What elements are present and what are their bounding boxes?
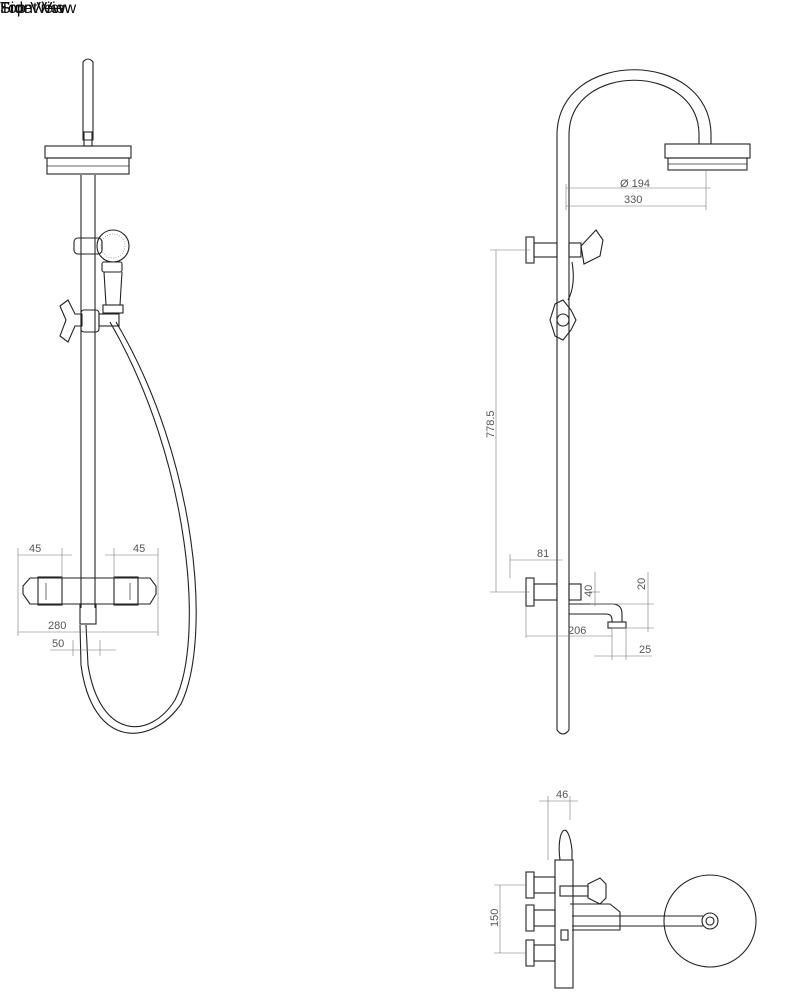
front-dim-280: 280: [48, 620, 66, 632]
side-dim-20: 20: [636, 578, 648, 590]
front-dimension-lines: [17, 548, 159, 656]
front-thermostatic-bar: [22, 576, 157, 625]
top-dim-150: 150: [489, 909, 501, 927]
top-hand-shower: [559, 877, 607, 905]
top-spout: [570, 903, 621, 931]
side-diverter: [549, 299, 577, 341]
top-dimension-lines: [494, 796, 578, 954]
top-riser-body: [554, 829, 574, 989]
side-view-title: Side View: [0, 0, 71, 17]
front-dim-45-right: 45: [133, 543, 145, 555]
side-dim-778-5: 778.5: [485, 410, 497, 438]
front-hose: [79, 321, 197, 734]
front-shower-head: [44, 145, 132, 175]
top-dim-46: 46: [556, 789, 568, 801]
front-dim-50: 50: [52, 638, 64, 650]
top-view-drawing: 46 150: [489, 789, 757, 989]
side-dimension-lines: [490, 170, 711, 660]
side-dim-330: 330: [624, 194, 642, 206]
top-arm: [572, 915, 703, 927]
front-dim-45-left: 45: [29, 543, 41, 555]
side-dim-diameter-194: Ø 194: [620, 178, 650, 190]
front-diverter-handle: [59, 299, 120, 343]
front-view-drawing: 45 45 280 50: [17, 58, 197, 734]
top-view-title: Top View: [0, 0, 65, 17]
side-thermostat-valve: [525, 577, 627, 629]
side-dim-40: 40: [583, 585, 595, 597]
front-hand-shower: [73, 229, 130, 314]
side-dim-206: 206: [568, 625, 586, 637]
side-view-drawing: Ø 194 330 778.5 81 40 20 206 25: [485, 69, 751, 735]
top-shower-head: [663, 874, 757, 968]
top-handles: [525, 871, 556, 967]
side-shower-head: [664, 143, 751, 171]
front-riser-pipe: [80, 58, 96, 608]
front-view-title: Front View: [0, 0, 77, 17]
side-upper-handle: [525, 229, 604, 301]
side-riser-arm: [556, 69, 712, 735]
side-dim-81: 81: [537, 548, 549, 560]
side-dim-25: 25: [639, 644, 651, 656]
